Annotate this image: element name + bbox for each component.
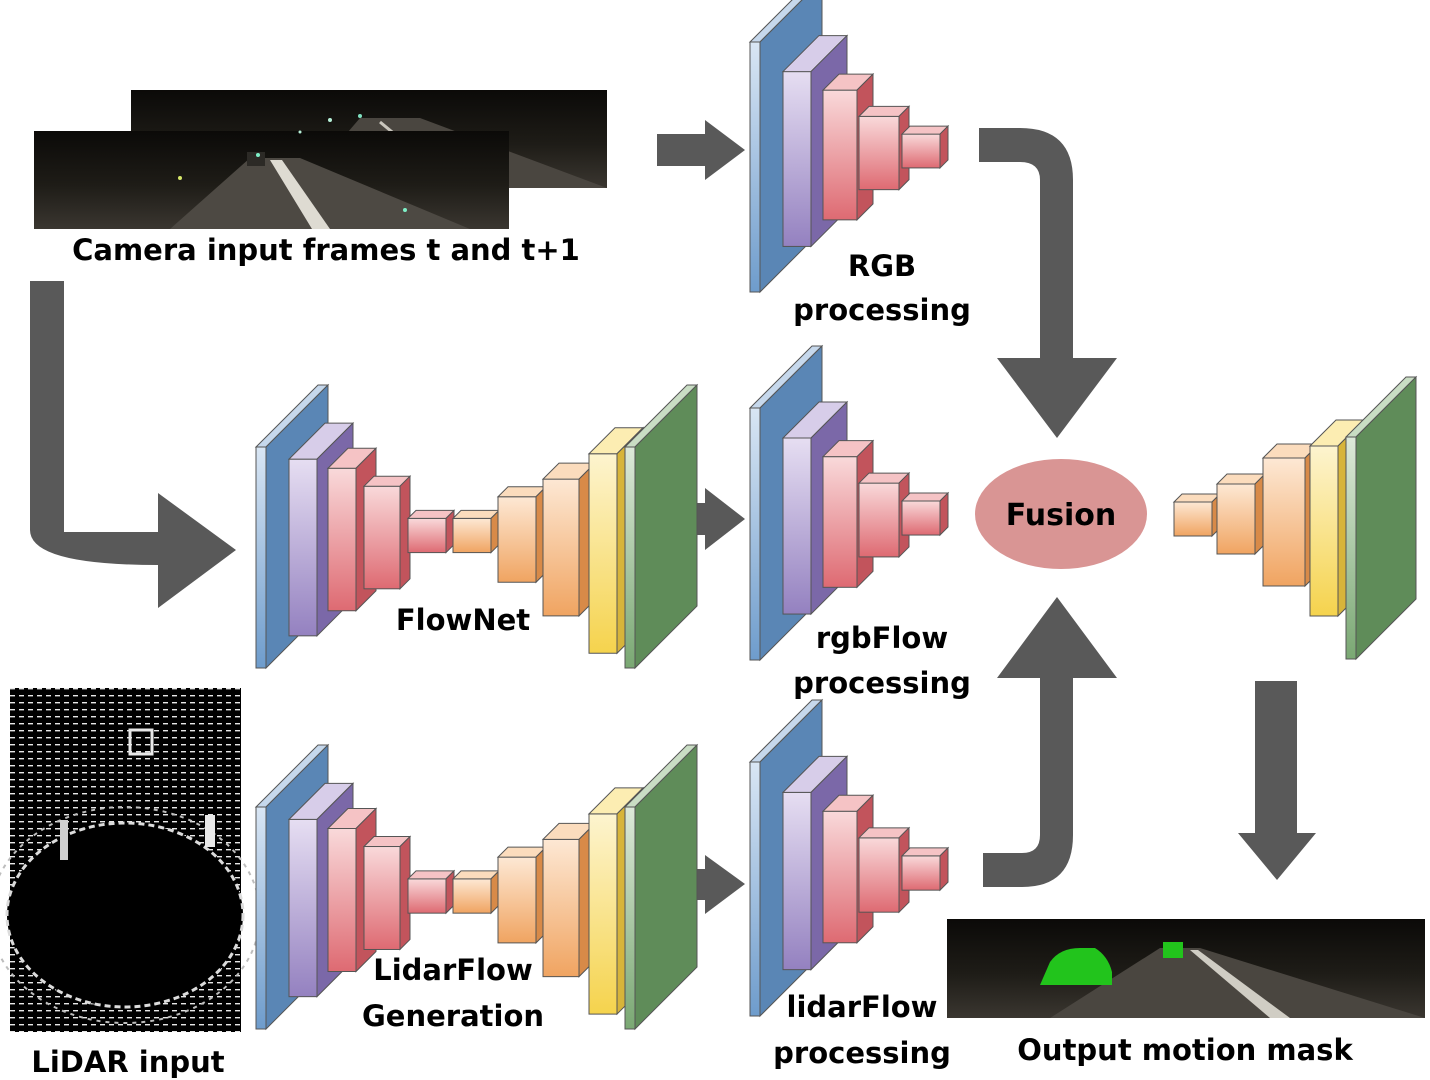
- lidarflow-processing-label-line1: lidarFlow: [787, 990, 938, 1024]
- flownet-dec-2: [541, 461, 597, 618]
- arrow-decoder-to-output: [1238, 681, 1316, 880]
- lidarflow-processing-label-line2: processing: [773, 1036, 951, 1070]
- lidarflow-generation-enc-5: [406, 869, 456, 915]
- flownet-enc-5: [406, 509, 456, 554]
- arrow-camera-to-rgb: [657, 120, 745, 180]
- rgb-processing-label-line2: processing: [793, 293, 971, 327]
- lidarflow-generation-dec-4: [623, 743, 699, 1031]
- decoder-layer-2: [1215, 472, 1267, 556]
- camera-input-label: Camera input frames t and t+1: [72, 233, 580, 267]
- flownet-enc-4: [362, 474, 412, 591]
- decoder-layer-5: [1344, 375, 1418, 661]
- rgb-encoder-layer-5: [900, 124, 950, 170]
- lidarflow-encoder-layer-3: [821, 794, 875, 944]
- lidarflow-generation-label-line2: Generation: [362, 999, 544, 1033]
- lidarflow-generation-mid: [451, 869, 501, 915]
- arrow-camera-to-flownet: [30, 281, 236, 608]
- arrow-lidarflow-to-fusion: [983, 597, 1117, 887]
- lidarflow-encoder-layer-4: [857, 826, 911, 914]
- lidar-input-label: LiDAR input: [31, 1045, 224, 1079]
- arrow-rgb-to-fusion: [979, 128, 1117, 438]
- lidarflow-generation-label-line1: LidarFlow: [373, 953, 533, 987]
- lidarflow-generation-enc-4: [362, 835, 412, 951]
- flownet-mid: [451, 509, 501, 554]
- rgb-processing-label-line1: RGB: [848, 249, 916, 283]
- lidarflow-generation-dec-2: [541, 822, 597, 978]
- lidar-scan-image: [0, 688, 261, 1032]
- lidarflow-encoder-layer-5: [900, 846, 950, 892]
- camera-frames-image: [34, 90, 607, 229]
- flownet-dec-4: [623, 383, 699, 670]
- lidarflow-generation-dec-1: [496, 845, 548, 945]
- output-mask-label: Output motion mask: [1017, 1033, 1353, 1067]
- decoder-layer-1: [1172, 492, 1222, 538]
- output-mask-image: [947, 919, 1425, 1018]
- flownet-label: FlowNet: [396, 603, 530, 637]
- fusion-node: [975, 459, 1147, 569]
- network-layers: [254, 0, 1418, 1031]
- rgbflow-label-line1: rgbFlow: [816, 621, 948, 655]
- fusion-label: Fusion: [1006, 498, 1116, 533]
- rgbflow-encoder-layer-4: [857, 471, 911, 559]
- rgbflow-encoder-layer-5: [900, 491, 950, 537]
- flownet-dec-1: [496, 485, 548, 584]
- rgbflow-label-line2: processing: [793, 666, 971, 700]
